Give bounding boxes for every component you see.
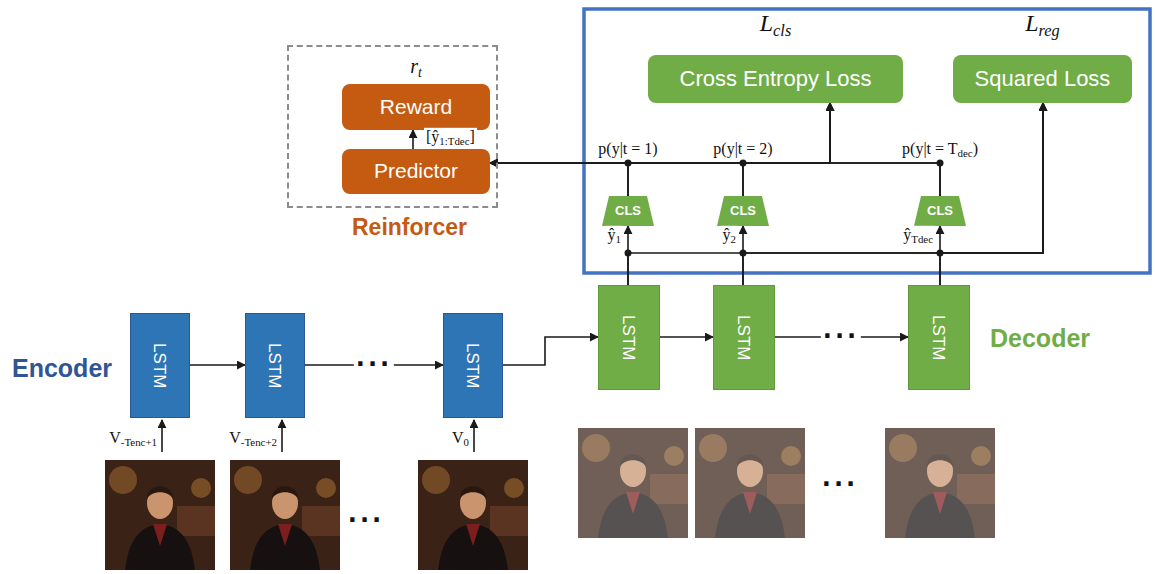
input-label: V-Tenc+1	[109, 429, 157, 447]
box-label: LSTM	[929, 315, 949, 360]
recurrent-cell: LSTM	[443, 313, 503, 418]
box-label: LSTM	[265, 343, 285, 388]
section-label: Encoder	[12, 354, 112, 383]
connector-label: ŷTdec	[901, 226, 935, 244]
subscript: 1	[616, 233, 621, 245]
classifier-head: CLS	[602, 196, 654, 226]
highlight-frame	[584, 9, 1150, 273]
box-label: Cross Entropy Loss	[680, 66, 872, 91]
output-label: p(y|t = 2)	[713, 140, 772, 158]
box-label: Predictor	[374, 159, 458, 183]
box-label: CLS	[615, 204, 641, 219]
box-label: LSTM	[150, 343, 170, 388]
connector	[412, 130, 414, 149]
output-label: p(y|t = Tdec)	[902, 140, 978, 158]
connector-label: ŷ1	[606, 226, 623, 244]
recurrent-cell: LSTM	[245, 313, 305, 418]
connector	[628, 103, 1043, 285]
group-frame: ReinforcerrtRewardPredictor	[287, 45, 498, 208]
process-box: Predictor	[342, 149, 490, 194]
trapezoid-fill	[717, 196, 769, 226]
subscript: 1:Tdec	[439, 135, 469, 147]
subscript: cls	[773, 21, 791, 40]
connector-label: ···	[821, 323, 861, 351]
video-frame	[885, 428, 995, 538]
subscript: -Tenc+2	[241, 436, 277, 448]
video-frame	[230, 460, 340, 570]
connector	[628, 103, 830, 196]
connector	[503, 337, 598, 365]
connector	[190, 364, 245, 366]
subscript: dec	[958, 147, 973, 159]
box-label: Squared Loss	[975, 66, 1111, 91]
objective-box: LclsCross Entropy Loss	[648, 55, 903, 103]
box-label: LSTM	[619, 315, 639, 360]
box-label: LSTM	[734, 315, 754, 360]
input-label: V0	[452, 429, 469, 447]
trapezoid-fill	[914, 196, 966, 226]
group-caption: Reinforcer	[352, 214, 467, 241]
output-label: p(y|t = 1)	[598, 140, 657, 158]
ellipsis-mark: ···	[822, 472, 858, 496]
connector	[940, 103, 1043, 285]
input-arrow	[473, 420, 475, 452]
connector	[660, 336, 713, 338]
output-box: rtReward	[342, 84, 490, 130]
subscript: -Tenc+1	[121, 436, 157, 448]
video-frame	[578, 428, 688, 538]
connector	[490, 163, 628, 196]
subscript: 2	[731, 233, 736, 245]
connector	[490, 163, 743, 196]
trapezoid-fill	[602, 196, 654, 226]
video-frame	[418, 460, 528, 570]
video-frame	[105, 460, 215, 570]
ellipsis-mark: ···	[348, 508, 384, 532]
recurrent-cell: LSTM	[713, 285, 775, 390]
connector	[490, 163, 940, 196]
subscript: t	[418, 65, 422, 80]
box-label: Reward	[380, 95, 452, 119]
objective-box: LregSquared Loss	[953, 55, 1132, 103]
connector-label: ···	[354, 351, 394, 379]
box-label: CLS	[730, 204, 756, 219]
recurrent-cell: LSTM	[598, 285, 660, 390]
math-heading: Lcls	[760, 10, 791, 37]
box-label: LSTM	[463, 343, 483, 388]
section-label: Decoder	[990, 324, 1090, 353]
connector-label: ŷ2	[721, 226, 738, 244]
classifier-head: CLS	[717, 196, 769, 226]
video-frame	[695, 428, 805, 538]
input-arrow	[161, 420, 163, 452]
classifier-head: CLS	[914, 196, 966, 226]
math-heading: Lreg	[1025, 10, 1060, 37]
subscript: reg	[1039, 21, 1060, 40]
input-label: V-Tenc+2	[229, 429, 277, 447]
box-label: CLS	[927, 204, 953, 219]
connector	[743, 103, 1043, 285]
subscript: 0	[464, 436, 469, 448]
subscript: Tdec	[911, 233, 933, 245]
math-heading: rt	[410, 55, 422, 78]
input-arrow	[281, 420, 283, 452]
recurrent-cell: LSTM	[130, 313, 190, 418]
connector-label: [ŷ1:Tdec]	[424, 128, 477, 146]
recurrent-cell: LSTM	[908, 285, 970, 390]
